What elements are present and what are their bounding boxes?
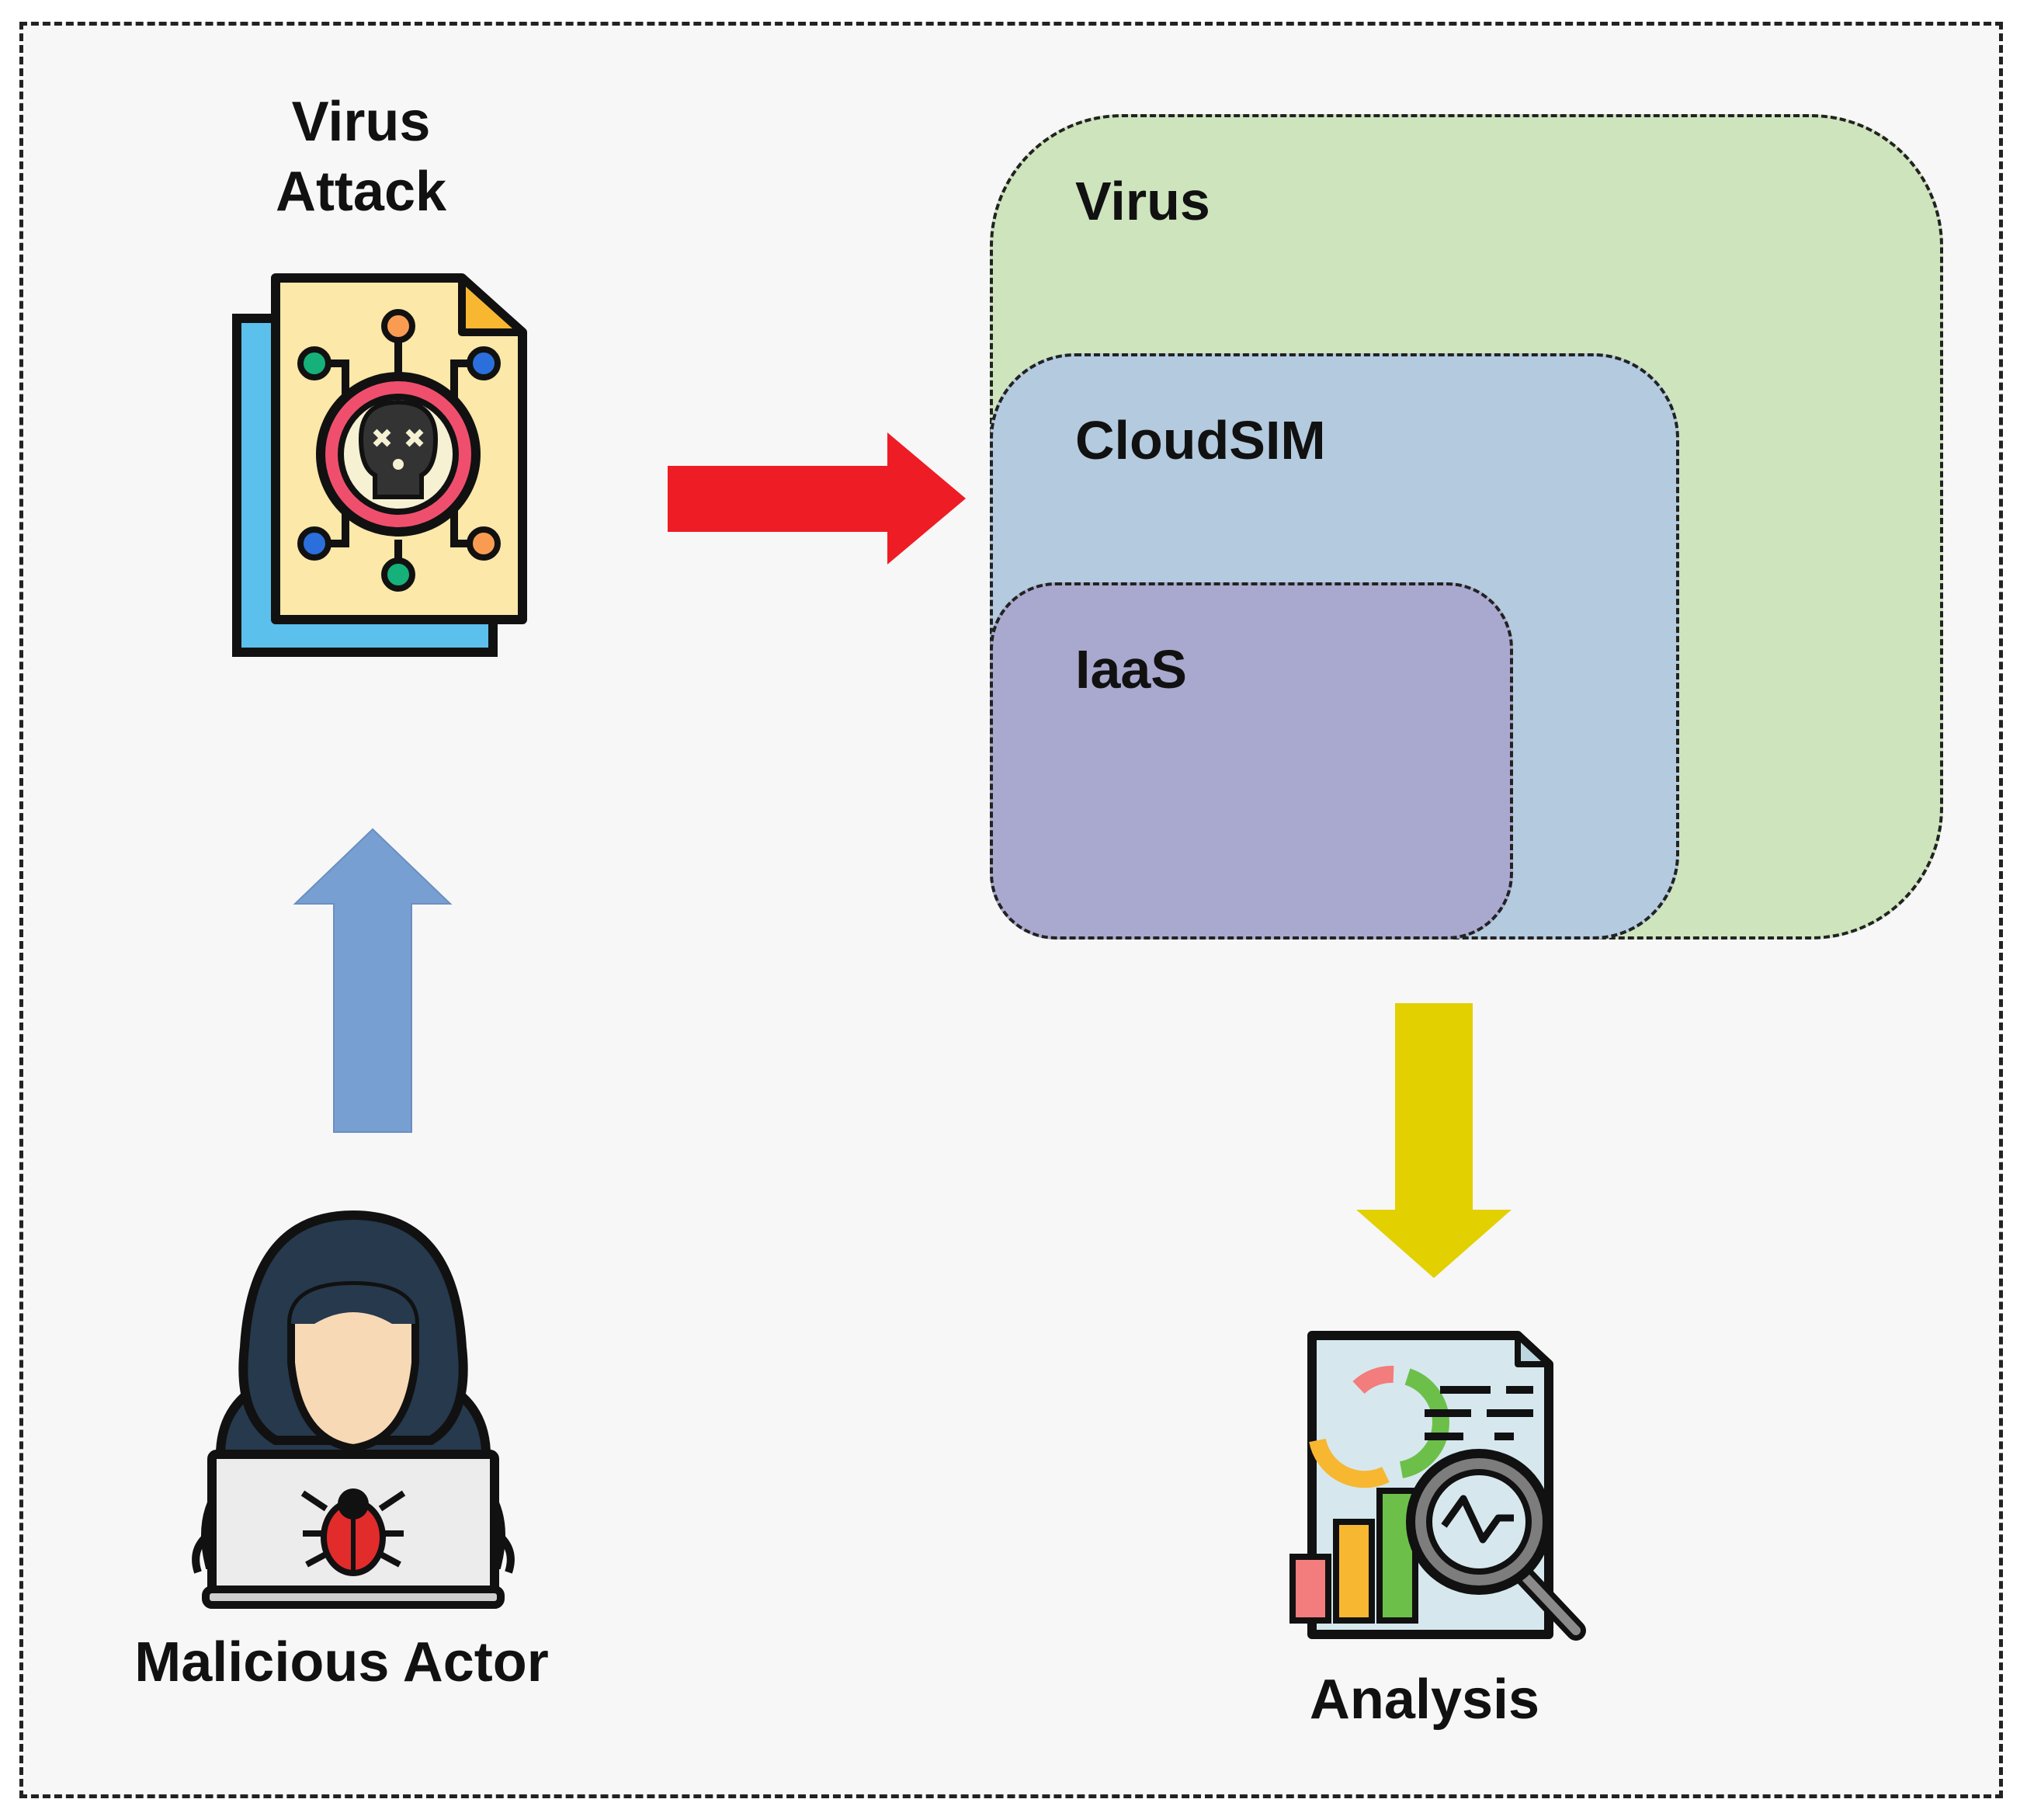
- analysis-label: Analysis: [1309, 1669, 1540, 1731]
- analysis-report-icon: [1289, 1331, 1586, 1641]
- arrow-down-icon: [1356, 1003, 1512, 1278]
- virus-attack-label-line1: Virus: [291, 91, 431, 153]
- malicious-actor-label: Malicious Actor: [134, 1631, 549, 1693]
- virus-attack-label: Virus Attack: [233, 87, 489, 227]
- zone-iaas: IaaS: [990, 582, 1513, 940]
- zone-cloudsim-label: CloudSIM: [1075, 410, 1326, 471]
- zone-virus-label: Virus: [1075, 171, 1210, 231]
- virus-file-icon: [232, 273, 527, 657]
- zone-iaas-label: IaaS: [1075, 639, 1187, 700]
- hacker-icon: [192, 1210, 515, 1609]
- virus-attack-label-line2: Attack: [275, 161, 447, 223]
- arrow-right-icon: [668, 432, 966, 564]
- arrow-up-icon: [293, 828, 453, 1133]
